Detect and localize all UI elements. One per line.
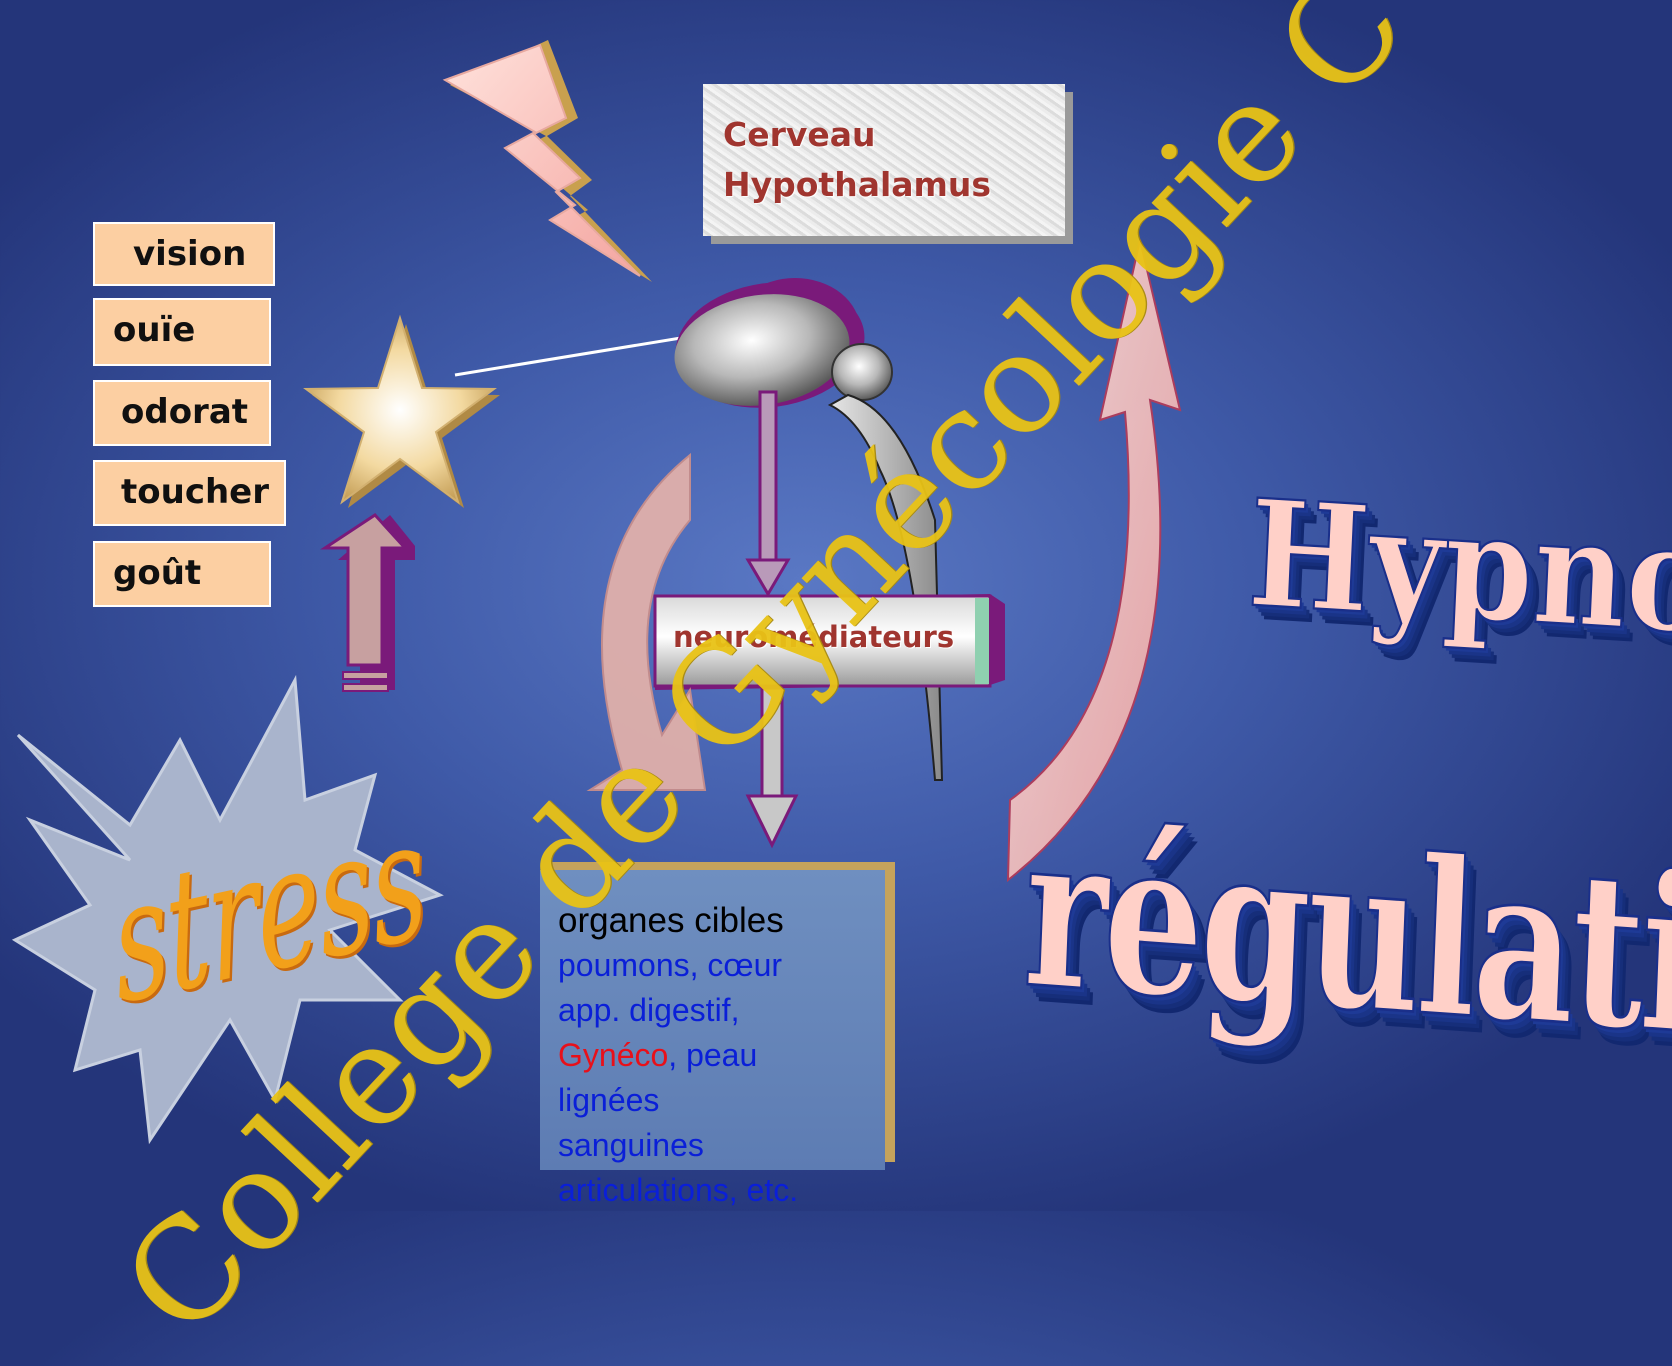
organs-gyneco: Gynéco bbox=[558, 1037, 669, 1073]
organs-box: organes cibles poumons, cœur app. digest… bbox=[540, 870, 885, 1208]
sense-box-odorat: odorat bbox=[93, 380, 271, 446]
curved-arrow-right bbox=[1006, 239, 1182, 883]
brain-icon bbox=[674, 278, 944, 781]
sense-box-toucher: toucher bbox=[93, 460, 286, 526]
organs-line3-rest: , peau bbox=[668, 1037, 758, 1073]
brain-label-line1: Cerveau bbox=[723, 115, 876, 154]
neuromediateurs-label: neuromédiateurs bbox=[673, 620, 955, 654]
down-arrow-organs-icon bbox=[745, 686, 799, 849]
lightning-bolt-icon bbox=[442, 40, 652, 282]
organs-title: organes cibles bbox=[558, 901, 784, 940]
stress-burst-shape bbox=[11, 674, 444, 1145]
brain-label-line2: Hypothalamus bbox=[723, 165, 992, 204]
organs-line6: articulations, etc. bbox=[558, 1172, 799, 1208]
sense-label-ouie: ouïe bbox=[113, 310, 196, 350]
neuromediateurs-tube bbox=[653, 594, 1005, 690]
organs-line1: poumons, cœur bbox=[558, 947, 783, 983]
sense-label-gout: goût bbox=[113, 553, 202, 593]
up-arrow-icon bbox=[320, 513, 415, 692]
organs-line4: lignées bbox=[558, 1082, 660, 1118]
sense-box-ouie: ouïe bbox=[93, 298, 271, 366]
sense-label-toucher: toucher bbox=[121, 472, 270, 512]
organs-line5: sanguines bbox=[558, 1127, 704, 1163]
sense-label-vision: vision bbox=[133, 234, 247, 274]
organs-line2: app. digestif, bbox=[558, 992, 740, 1028]
star-icon bbox=[303, 314, 500, 508]
down-arrow-icon bbox=[745, 390, 791, 597]
organs-line3: Gynéco, peau bbox=[558, 1033, 885, 1078]
sense-box-gout: goût bbox=[93, 541, 271, 607]
sense-label-odorat: odorat bbox=[121, 392, 249, 432]
diagram-graphics bbox=[11, 40, 1182, 1145]
brain-label-box: Cerveau Hypothalamus bbox=[703, 84, 1065, 236]
diagram-canvas: vision ouïe odorat toucher goût Cerveau … bbox=[11, 0, 1672, 1366]
curved-arrow-left bbox=[586, 452, 707, 791]
sense-box-vision: vision bbox=[93, 222, 275, 286]
